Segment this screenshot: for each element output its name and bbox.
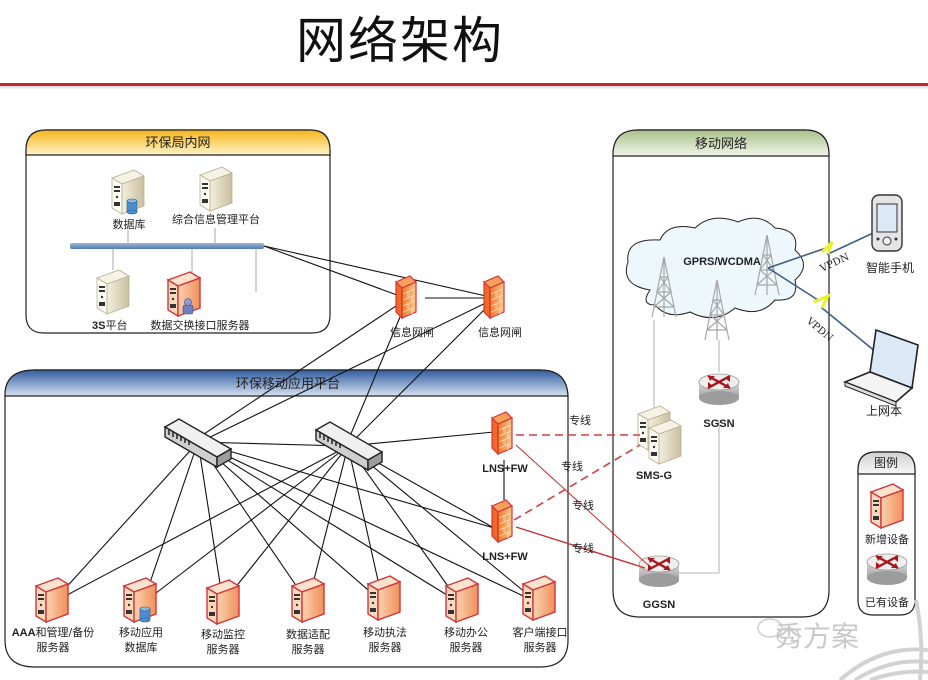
lns-fw-1-label: LNS+FW xyxy=(482,463,528,475)
title-divider xyxy=(0,83,928,86)
platform-node-office-line2: 服务器 xyxy=(450,641,483,654)
lns-fw-1[interactable]: LNS+FW xyxy=(482,411,528,475)
platform-node-monitor-line1: 移动监控 xyxy=(201,627,245,641)
lan-node-3s-label-bold: 3S xyxy=(92,320,105,332)
lan-node-info-mgmt-label: 综合信息管理平台 xyxy=(172,212,260,226)
lan-node-exchange-label: 数据交换接口服务器 xyxy=(151,318,250,332)
watermark-rings xyxy=(838,599,928,680)
gprs-cloud: GPRS/WCDMA xyxy=(625,217,804,341)
ggsn-label: GGSN xyxy=(643,599,675,611)
platform-node-mob-db-line2: 数据库 xyxy=(125,640,158,654)
smartphone-icon xyxy=(871,194,903,252)
links-gateways-to-switches xyxy=(194,297,497,449)
links-lan-to-gateways xyxy=(263,245,496,299)
laptop-icon xyxy=(842,328,919,407)
zone-lan-title: 环保局内网 xyxy=(145,135,210,151)
endpoint-laptop[interactable]: 上网本 xyxy=(842,328,919,418)
dedicated-lines xyxy=(513,434,649,569)
platform-node-client-if-line1: 客户端接口 xyxy=(513,625,568,639)
platform-node-aaa-line2: 服务器 xyxy=(37,641,70,654)
lns-fw-2-label: LNS+FW xyxy=(482,551,528,563)
platform-node-client-if-line2: 服务器 xyxy=(524,641,557,654)
platform-node-adapter-line2: 服务器 xyxy=(292,643,325,656)
endpoint-laptop-label: 上网本 xyxy=(866,404,902,418)
gateway-1-label: 信息网闸 xyxy=(390,325,434,339)
zone-mobile: 移动网络 xyxy=(612,129,830,618)
links-mobile-internal xyxy=(653,320,720,574)
gateway-2-label: 信息网闸 xyxy=(478,325,522,339)
endpoint-phone-label: 智能手机 xyxy=(866,260,914,275)
page-title: 网络架构 xyxy=(296,12,504,70)
platform-node-mob-db-line1: 移动应用 xyxy=(119,625,163,639)
dedicated-line-label-1: 专线 xyxy=(569,413,591,427)
platform-node-office-line1: 移动办公 xyxy=(444,626,488,639)
platform-node-aaa-line1: 和管理/备份 xyxy=(36,625,95,639)
lan-node-db-label: 数据库 xyxy=(113,217,146,231)
links-switches-to-servers xyxy=(51,431,539,604)
lan-bus xyxy=(70,243,264,249)
dedicated-line-label-2: 专线 xyxy=(561,459,583,473)
lan-node-db[interactable]: 数据库 xyxy=(111,169,146,231)
platform-node-adapter[interactable]: 数据适配 服务器 xyxy=(286,577,330,656)
user-icon xyxy=(182,298,194,315)
endpoint-phone[interactable]: 智能手机 xyxy=(866,194,914,275)
lan-node-exchange[interactable]: 数据交换接口服务器 xyxy=(151,271,250,332)
platform-node-monitor[interactable]: 移动监控 服务器 xyxy=(201,579,245,656)
sms-g-label: SMS-G xyxy=(636,470,672,482)
sgsn[interactable]: SGSN xyxy=(697,372,741,430)
lan-node-3s[interactable]: 3S平台 xyxy=(92,269,130,332)
platform-node-adapter-line1: 数据适配 xyxy=(286,627,330,641)
platform-node-enforce-line2: 服务器 xyxy=(369,641,402,654)
platform-node-monitor-line2: 服务器 xyxy=(207,643,240,656)
gprs-cloud-label: GPRS/WCDMA xyxy=(683,256,761,268)
platform-node-enforce[interactable]: 移动执法 服务器 xyxy=(363,575,407,654)
platform-node-mob-db[interactable]: 移动应用 数据库 xyxy=(119,577,163,654)
svg-text:3S平台: 3S平台 xyxy=(92,318,127,332)
ggsn[interactable]: GGSN xyxy=(637,554,681,611)
sms-g[interactable]: SMS-G xyxy=(636,405,682,482)
lan-node-3s-label: 平台 xyxy=(105,318,127,332)
lan-node-info-mgmt[interactable]: 综合信息管理平台 xyxy=(172,166,260,226)
platform-node-enforce-line1: 移动执法 xyxy=(363,625,407,639)
platform-node-client-if[interactable]: 客户端接口 服务器 xyxy=(513,575,568,654)
vpdn-links xyxy=(767,227,885,353)
lns-fw-2[interactable]: LNS+FW xyxy=(482,499,528,563)
platform-node-office[interactable]: 移动办公 服务器 xyxy=(444,577,488,654)
platform-node-aaa-label-bold: AAA xyxy=(12,627,36,639)
zone-platform-title: 环保移动应用平台 xyxy=(236,376,340,392)
zone-mobile-title: 移动网络 xyxy=(695,136,747,152)
gateway-1[interactable]: 信息网闸 xyxy=(390,275,434,339)
legend: 图例 新增设备 已有设备 xyxy=(857,451,916,616)
dedicated-line-label-4: 专线 xyxy=(572,541,594,555)
sgsn-label: SGSN xyxy=(703,418,734,430)
legend-new-label: 新增设备 xyxy=(865,532,909,546)
dedicated-line-label-3: 专线 xyxy=(572,498,594,512)
platform-node-aaa[interactable]: AAA和管理/备份 服务器 xyxy=(12,577,95,654)
watermark-text: 秀方案 xyxy=(775,620,860,653)
legend-title: 图例 xyxy=(874,456,898,470)
watermark-chat-icon xyxy=(757,618,800,645)
legend-existing-label: 已有设备 xyxy=(865,595,909,609)
svg-text:AAA和管理/备份: AAA和管理/备份 xyxy=(12,625,95,639)
gateway-2[interactable]: 信息网闸 xyxy=(478,275,522,339)
